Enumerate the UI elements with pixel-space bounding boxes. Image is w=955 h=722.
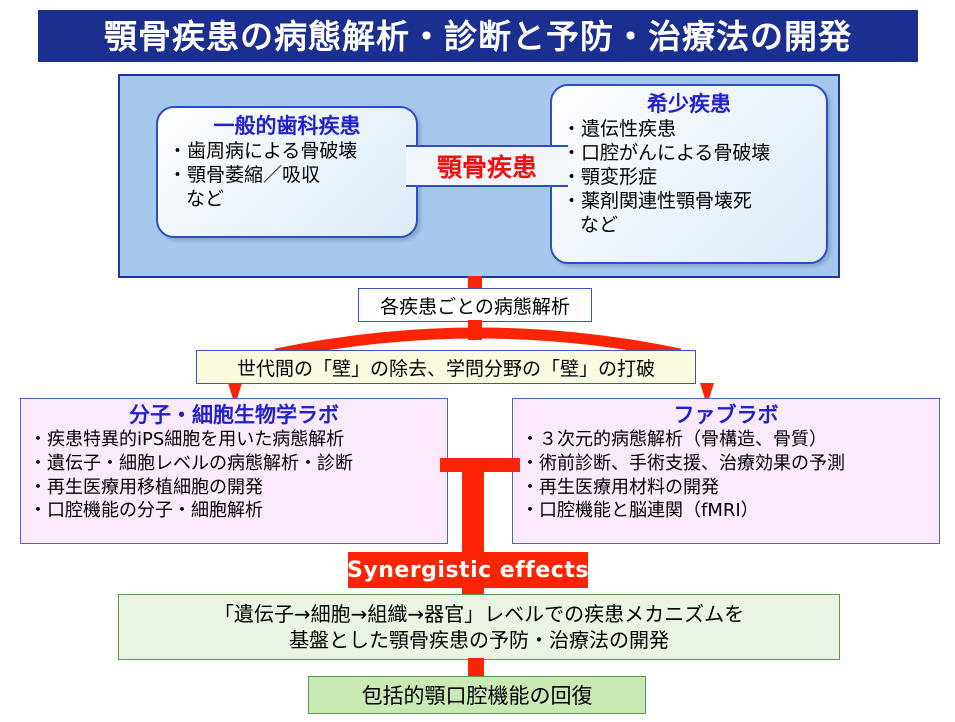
common-dental-disease-list: ・歯周病による骨破壊 ・顎骨萎縮／吸収 など (158, 140, 416, 212)
list-item: ・顎骨萎縮／吸収 (168, 164, 321, 187)
list-item: など (580, 213, 619, 236)
list-item: ・歯周病による骨破壊 (168, 140, 358, 163)
per-disease-analysis-text: 各疾患ごとの病態解析 (380, 295, 570, 318)
goal-box: 「遺伝子→細胞→組織→器官」レベルでの疾患メカニズムを基盤とした顎骨疾患の予防・… (118, 594, 840, 660)
list-item: ・術前診断、手術支援、治療効果の予測 (521, 452, 845, 474)
synergistic-effects-label: Synergistic effects (347, 557, 589, 583)
list-item: ・口腔機能と脳連関（fMRI） (521, 500, 759, 522)
rare-disease-heading: 希少疾患 (647, 92, 731, 116)
common-dental-disease-box: 一般的歯科疾患 ・歯周病による骨破壊 ・顎骨萎縮／吸収 など (156, 106, 418, 238)
common-dental-disease-heading: 一般的歯科疾患 (213, 114, 361, 138)
list-item: ・再生医療用材料の開発 (521, 476, 719, 498)
barrier-removal-text: 世代間の「壁」の除去、学問分野の「壁」の打破 (236, 357, 655, 380)
list-item: ・再生医療用移植細胞の開発 (29, 476, 263, 498)
goal-line-2: 基盤とした顎骨疾患の予防・治療法の開発 (289, 628, 669, 652)
fab-lab-heading: ファブラボ (673, 403, 779, 427)
list-item: ・３次元的病態解析（骨構造、骨質） (521, 429, 827, 451)
list-item: ・遺伝子・細胞レベルの病態解析・診断 (29, 452, 353, 474)
connector-container-to-analysis (468, 276, 482, 290)
synergistic-effects-box: Synergistic effects (347, 552, 589, 588)
jaw-disease-container: 一般的歯科疾患 ・歯周病による骨破壊 ・顎骨萎縮／吸収 など 希少疾患 ・遺伝性… (118, 74, 840, 278)
list-item: ・口腔機能の分子・細胞解析 (29, 500, 263, 522)
list-item: ・口腔がんによる骨破壊 (562, 142, 771, 165)
connector-goal-to-recovery (468, 658, 484, 678)
rare-disease-box: 希少疾患 ・遺伝性疾患 ・口腔がんによる骨破壊 ・顎変形症 ・薬剤関連性顎骨壊死… (550, 84, 828, 264)
recovery-box: 包括的顎口腔機能の回復 (308, 676, 646, 714)
molecular-lab-heading: 分子・細胞生物学ラボ (129, 403, 339, 427)
barrier-removal-box: 世代間の「壁」の除去、学問分野の「壁」の打破 (196, 350, 696, 384)
jaw-disease-center-label-text: 顎骨疾患 (436, 153, 537, 182)
molecular-lab-list: ・疾患特異的iPS細胞を用いた病態解析 ・遺伝子・細胞レベルの病態解析・診断 ・… (21, 428, 447, 523)
page-title: 顎骨疾患の病態解析・診断と予防・治療法の開発 (104, 16, 852, 56)
list-item: ・薬剤関連性顎骨壊死 (562, 189, 753, 212)
rare-disease-list: ・遺伝性疾患 ・口腔がんによる骨破壊 ・顎変形症 ・薬剤関連性顎骨壊死 など (552, 118, 826, 238)
list-item: ・遺伝性疾患 (562, 118, 677, 141)
goal-text: 「遺伝子→細胞→組織→器官」レベルでの疾患メカニズムを基盤とした顎骨疾患の予防・… (214, 601, 744, 653)
jaw-disease-center-label: 顎骨疾患 (406, 145, 568, 187)
page-title-bar: 顎骨疾患の病態解析・診断と予防・治療法の開発 (38, 10, 918, 62)
connector-labs-to-synergy (462, 458, 484, 558)
fab-lab-box: ファブラボ ・３次元的病態解析（骨構造、骨質） ・術前診断、手術支援、治療効果の… (512, 398, 940, 544)
connector-analysis-to-arc (468, 320, 482, 340)
molecular-cell-biology-lab-box: 分子・細胞生物学ラボ ・疾患特異的iPS細胞を用いた病態解析 ・遺伝子・細胞レベ… (20, 398, 448, 544)
fab-lab-list: ・３次元的病態解析（骨構造、骨質） ・術前診断、手術支援、治療効果の予測 ・再生… (513, 428, 939, 523)
goal-line-1: 「遺伝子→細胞→組織→器官」レベルでの疾患メカニズムを (213, 602, 745, 626)
recovery-text: 包括的顎口腔機能の回復 (361, 684, 593, 708)
list-item: ・疾患特異的iPS細胞を用いた病態解析 (29, 429, 345, 451)
list-item: など (186, 188, 225, 211)
list-item: ・顎変形症 (562, 166, 658, 189)
